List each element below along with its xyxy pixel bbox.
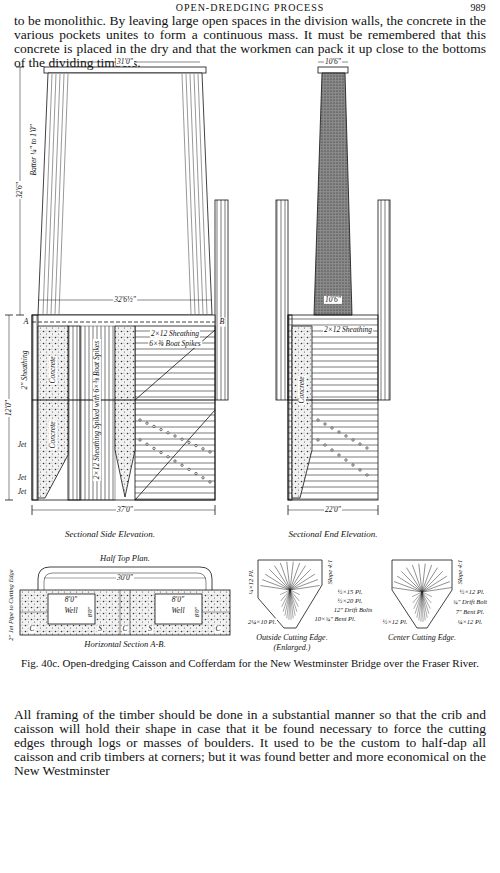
plate-label: 7" Bent Pl.	[455, 608, 486, 615]
view-title: Half Top Plan.	[99, 554, 151, 563]
dimension: 8'0"	[193, 606, 200, 619]
material-label: 2×12 Sheathing	[150, 330, 200, 338]
section-mark: A	[23, 318, 30, 327]
jet-label: Jet	[17, 488, 28, 496]
figure-caption: Fig. 40c. Open-dredging Caisson and Coff…	[20, 657, 480, 670]
cell-letter: C	[214, 625, 221, 633]
dimension: 22'0"	[324, 506, 342, 514]
batter-note: Batter ¼" to 1'0"	[30, 123, 38, 176]
slope-note: Slope 4:1	[326, 559, 333, 586]
cell-letter: S	[147, 625, 153, 633]
material-label: 2×12 Sheathing	[323, 326, 373, 334]
plate-label: 2¼×10 Pl.	[247, 618, 277, 625]
view-title: Sectional End Elevation.	[287, 530, 378, 540]
page-number: 989	[471, 2, 486, 13]
dimension: 37'0"	[116, 506, 134, 514]
detail-title: Outside Cutting Edge.	[255, 634, 328, 643]
dimension: 31'0"	[116, 58, 134, 66]
material-label: Concrete	[298, 375, 306, 404]
jet-label: Jet	[17, 441, 28, 449]
section-mark: B	[219, 318, 226, 327]
plate-label: ½×12 Pl.	[459, 588, 486, 595]
view-title: Horizontal Section A-B.	[83, 640, 166, 649]
dimension: 8'0"	[171, 596, 185, 604]
material-label: 2" Sheathing	[21, 350, 29, 391]
plate-label: ½×12 Pl.	[382, 618, 409, 625]
detail-title: Center Cutting Edge.	[387, 634, 457, 643]
dimension: 8'0"	[64, 596, 78, 604]
plate-label: ½×20 Pl.	[337, 597, 364, 604]
cell-letter: C	[28, 625, 35, 633]
slope-note: Slope 4:1	[456, 559, 463, 586]
dimension: 32'6"	[16, 181, 24, 199]
jet-pipe-note: 2" Jet Pipe to Cutting Edge	[7, 568, 14, 642]
plate-label: ½×15 Pl.	[337, 588, 364, 595]
cell-letter: S	[97, 625, 103, 633]
body-paragraph: All framing of the timber should be done…	[14, 708, 486, 778]
detail-title: (Enlarged.)	[273, 644, 312, 653]
dimension: 10'6"	[324, 58, 342, 66]
plate-label: 10×¾" Bent Pl.	[313, 615, 356, 622]
dimension: 8'0"	[86, 606, 93, 619]
well-label: Well	[63, 607, 78, 615]
body-paragraph: to be monolithic. By leaving large open …	[14, 14, 486, 70]
dimension: 32'6½"	[113, 296, 137, 304]
view-title: Sectional Side Elevation.	[64, 530, 156, 540]
material-label: 2×12 Sheathing Spiked with 6×⅜ Boat Spik…	[93, 339, 101, 481]
dimension: 10'6"	[324, 296, 342, 304]
plate-label: ¼×12 Pl.	[457, 618, 484, 625]
bolt-label: ¾" Drift Bolt	[452, 598, 488, 605]
plate-label: ¼×12 Pl.	[247, 569, 254, 596]
material-label: Concrete	[49, 355, 57, 384]
dimension: 30'0"	[116, 574, 134, 582]
bolt-label: 12" Drift Bolts	[333, 606, 373, 613]
material-label: Concrete	[49, 420, 57, 449]
running-header: OPEN-DREDGING PROCESS	[176, 2, 325, 13]
dimension: 12'0"	[5, 399, 13, 417]
cell-letter: C	[121, 625, 128, 633]
well-label: Well	[170, 607, 185, 615]
jet-label: Jet	[17, 474, 28, 482]
material-label: 6×⅜ Boat Spikes	[148, 340, 202, 348]
